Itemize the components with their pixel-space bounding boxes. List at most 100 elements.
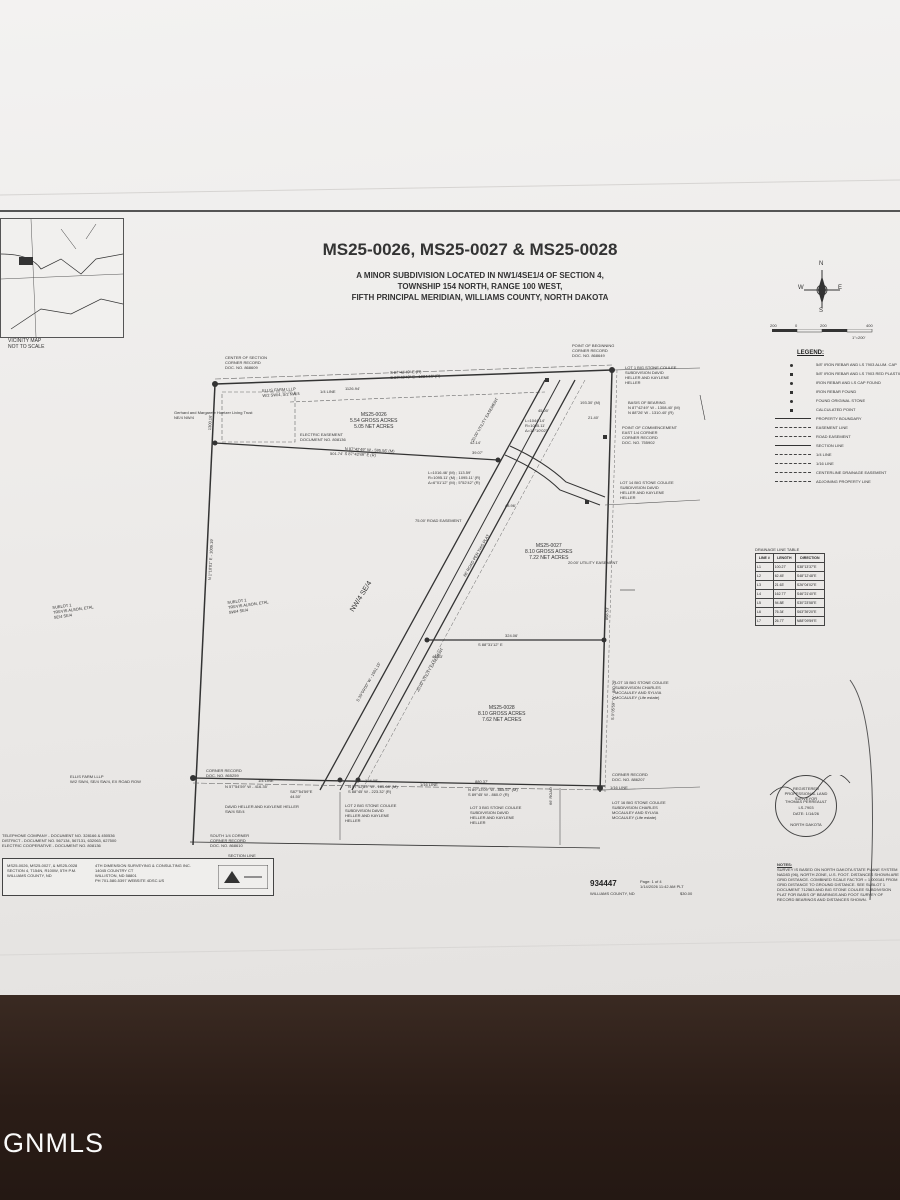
gnmls-watermark: GNMLS [3,1128,105,1158]
legend-symbol [775,427,811,428]
legend-item: 5/8" IRON REBAR AND LS 7903 RED PLASTIC [816,371,900,376]
table-cell: S63°39'20"E [794,607,826,617]
vicinity-map [0,218,124,338]
legend-item: 5/8" IRON REBAR AND LS 7903 ALUM. CAP [816,362,897,367]
legend-symbol [775,463,811,464]
legend-symbol [775,418,811,419]
legend-item: FOUND ORIGINAL STONE [816,398,866,403]
drainage-header: LINE # [755,553,774,563]
lot15-label: LOT 15 BIG STONE COULEE SUBDIVISION CHAR… [615,680,669,700]
bearing-north-dist: 1126.94' [345,386,360,391]
bearing-south: N 89°13'09" W - 865.57' (M)S 89°45' W - … [468,787,518,797]
legend-symbol [775,472,811,473]
drainage-table-title: DRAINAGE LINE TABLE [755,547,800,552]
page-subtitle: A MINOR SUBDIVISION LOCATED IN NW1/4SE1/… [351,271,609,302]
table-cell: S48°12'48"E [794,571,826,581]
quarter-line-label: 1/4 LINE [258,778,274,783]
lot1-label: LOT 1 BIG STONE COULEE SUBDIVISION DAVID… [625,365,677,385]
table-cell: L5 [755,598,774,608]
bearing-road-b: N 57°42'49" W - 185.68' (M)S 88°45' W - … [348,784,398,794]
table-cell: L4 [755,589,774,599]
arc-top-data: L=1044.14'R=1095.11'Δ=12°10'02" [525,418,548,433]
legend-item: IRON REBAR FOUND [816,389,857,394]
legend-item: EASEMENT LINE [816,425,848,430]
drainage-header: DIRECTION [794,553,826,563]
legend-symbol [790,391,793,394]
page-title: MS25-0026, MS25-0027 & MS25-0028 [322,240,618,259]
table-cell: L6 [755,607,774,617]
legend-symbol [790,364,793,367]
recording-county: WILLIAMS COUNTY, ND [590,891,635,896]
title-block-company: 4TH DIMENSION SURVEYING & CONSULTING INC… [95,863,191,883]
recording-fee: $30.00 [680,891,693,896]
lot14-label: LOT 14 BIG STONE COULEE SUBDIVISION DAVI… [620,480,674,500]
bearing-east-dist: 868.53' [604,607,610,621]
legend-item: CALCULATED POINT [816,407,856,412]
north-arrow-icon: N S E W [798,261,843,314]
table-cell: S38°13'37"E [794,562,826,572]
legend-item: 1/16 LINE [816,461,834,466]
bearing-south-left: N 57°54'59" W - 416.35' [225,784,268,789]
survey-notes: NOTES: SURVEY IS BASED ON NORTH DAKOTA S… [777,862,899,902]
legend-symbol [790,400,793,403]
legend-item: ROAD EASEMENT [816,434,851,439]
legend-symbol [790,409,793,412]
legend-symbol [790,373,793,376]
bearing-mid-dist: 324.06' [505,633,518,638]
bearing-west-dist: 1300.16' [207,414,213,431]
drawing-frame [0,210,900,912]
dim-39-07: 39.07' [472,450,483,455]
table-cell: 94.88' [772,598,796,608]
dim-21-40: 21.40' [588,415,599,420]
bearing-south-small: 124.08' [365,778,378,783]
lot3-label: LOT 3 BIG STONE COULEE SUBDIVISION DAVID… [470,805,522,825]
scale-bar: 200 0 200 400 1"=200' [770,323,873,340]
wood-table [0,995,900,1200]
legend-symbol [775,454,811,455]
table-cell: L3 [755,580,774,590]
table-cell: 162.77' [772,589,796,599]
sixteenth-line-label: 1/16 LINE [420,782,438,787]
table-cell: 26.77' [772,616,796,626]
dim-44-53: 44.53' [432,654,443,659]
table-cell: L2 [755,571,774,581]
lot16-label: LOT 16 BIG STONE COULEE SUBDIVISION CHAR… [612,800,666,820]
legend-item: 1/4 LINE [816,452,832,457]
table-cell: 100.27' [772,562,796,572]
survey-paper [0,0,900,1000]
sixteenth-line-east-label: 1/16 LINE [610,785,628,790]
bearing-p26-dist: 501.74' [330,451,343,456]
bearing-mid: S 88°31'12" E [478,642,503,647]
paper-folds [0,179,900,956]
legend-symbol [775,445,811,446]
table-cell: S30°23'58"E [794,598,826,608]
table-cell: S26°04'02"E [794,580,826,590]
lot2-label: LOT 2 BIG STONE COULEE SUBDIVISION DAVID… [345,803,397,823]
legend-symbol [775,436,811,437]
road-tag-label: 66' ROAD [548,787,553,805]
dim-42-14: 42.14' [470,440,481,445]
legend-item: ADJOINING PROPERTY LINE [816,479,871,484]
legend-item: IRON REBAR AND LS CAP FOUND [816,380,881,385]
road-easement-label: 75.00' ROAD EASEMENT [415,518,462,523]
